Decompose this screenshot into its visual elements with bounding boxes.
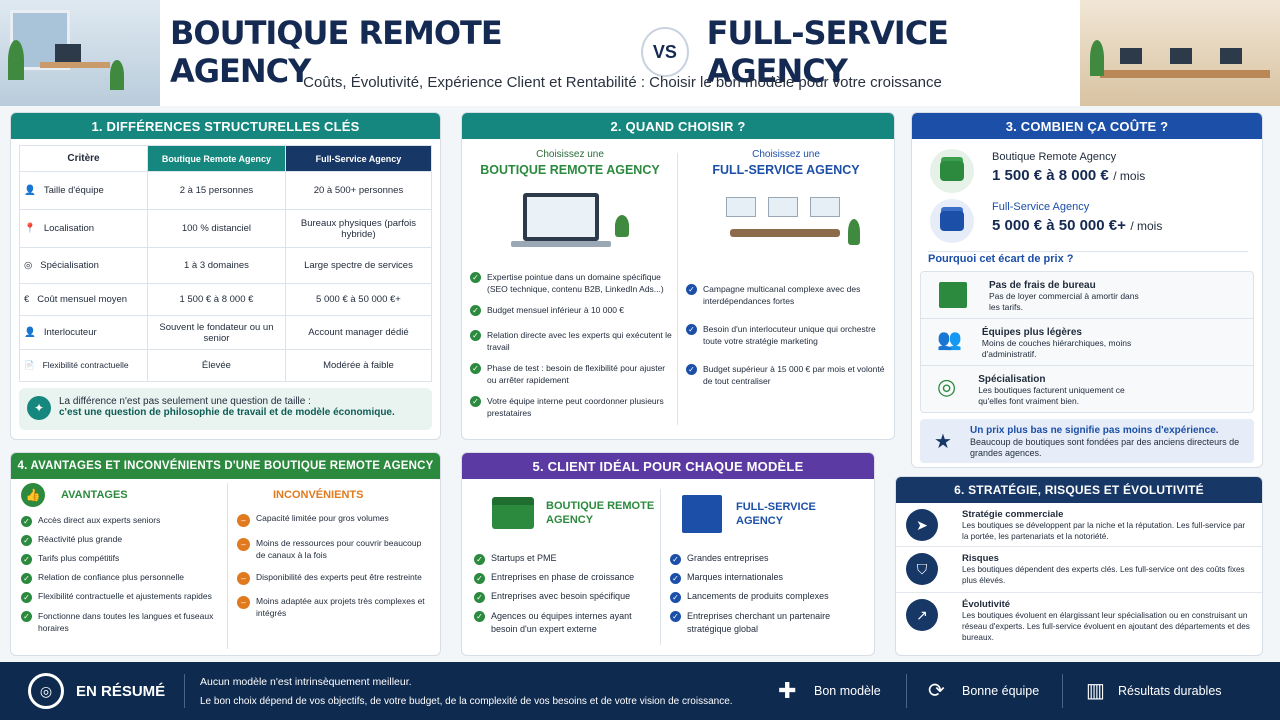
boutique-price: 1 500 € à 8 000 € — [992, 167, 1109, 184]
minus-icon: – — [237, 572, 250, 585]
title-boutique: BOUTIQUE REMOTE AGENCY — [170, 14, 503, 90]
full-service-price: 5 000 € à 50 000 €+ — [992, 217, 1126, 234]
thumbs-up-icon: 👍 — [21, 483, 45, 507]
storefront-icon — [492, 497, 534, 529]
section-1-title: 1. DIFFÉRENCES STRUCTURELLES CLÉS — [11, 113, 440, 139]
team-circle-icon: ⟳ — [928, 680, 945, 702]
minus-icon: – — [237, 514, 250, 527]
check-icon: ✓ — [21, 535, 32, 546]
money-bag-icon: € — [24, 294, 30, 305]
team-icon: 👥 — [937, 329, 962, 351]
section-strategy-risks: 6. STRATÉGIE, RISQUES ET ÉVOLUTIVITÉ ➤ S… — [895, 476, 1263, 656]
check-icon: ✓ — [470, 396, 481, 407]
office-illustration-left — [0, 0, 160, 106]
check-icon: ✓ — [21, 516, 32, 527]
section-5-title: 5. CLIENT IDÉAL POUR CHAQUE MODÈLE — [462, 453, 874, 479]
structural-note: ✦ La différence n'est pas seulement une … — [19, 388, 432, 430]
lightbulb-icon: ✦ — [27, 396, 51, 420]
check-icon: ✓ — [21, 611, 32, 622]
vs-badge: VS — [641, 27, 689, 77]
check-icon: ✓ — [670, 573, 681, 584]
check-icon: ✓ — [21, 592, 32, 603]
shield-icon: ⛉ — [906, 553, 938, 585]
check-icon: ✓ — [470, 272, 481, 283]
check-icon: ✓ — [470, 330, 481, 341]
check-icon: ✓ — [474, 554, 485, 565]
paper-plane-icon: ➤ — [906, 509, 938, 541]
check-icon: ✓ — [686, 364, 697, 375]
section-when-to-choose: 2. QUAND CHOISIR ? Choisissez une BOUTIQ… — [461, 112, 895, 440]
col-full-service: Full-Service Agency — [284, 145, 433, 172]
check-icon: ✓ — [474, 611, 485, 622]
section-structural-differences: 1. DIFFÉRENCES STRUCTURELLES CLÉS Critèr… — [10, 112, 441, 440]
minus-icon: – — [237, 538, 250, 551]
choose-full-service-label: FULL-SERVICE AGENCY — [712, 163, 860, 177]
section-pros-cons: 4. AVANTAGES ET INCONVÉNIENTS D'UNE BOUT… — [10, 452, 441, 656]
col-boutique: Boutique Remote Agency — [147, 145, 286, 172]
check-icon: ✓ — [670, 611, 681, 622]
header: BOUTIQUE REMOTE AGENCY VS FULL-SERVICE A… — [0, 0, 1280, 106]
section-6-title: 6. STRATÉGIE, RISQUES ET ÉVOLUTIVITÉ — [896, 477, 1262, 503]
target-icon: ◎ — [937, 374, 957, 399]
section-ideal-client: 5. CLIENT IDÉAL POUR CHAQUE MODÈLE BOUTI… — [461, 452, 875, 656]
location-icon: 📍 — [24, 223, 36, 234]
section-3-title: 3. COMBIEN ÇA COÛTE ? — [912, 113, 1262, 139]
section-cost: 3. COMBIEN ÇA COÛTE ? Boutique Remote Ag… — [911, 112, 1263, 468]
meeting-room-illustration — [706, 189, 866, 255]
coins-blue-icon — [940, 211, 964, 231]
comparison-table: Critère Boutique Remote Agency Full-Serv… — [19, 145, 433, 382]
col-criteria: Critère — [19, 145, 148, 172]
star-icon: ★ — [934, 431, 952, 453]
price-note: ★ Un prix plus bas ne signifie pas moins… — [920, 419, 1254, 463]
check-icon: ✓ — [686, 324, 697, 335]
price-gap-title: Pourquoi cet écart de prix ? — [928, 253, 1074, 265]
table-row: €Coût mensuel moyen 1 500 € à 8 000 €5 0… — [19, 283, 433, 316]
summary-footer: ◎ EN RÉSUMÉ Aucun modèle n'est intrinsèq… — [0, 662, 1280, 720]
target-icon: ◎ — [24, 260, 33, 271]
minus-icon: – — [237, 596, 250, 609]
choose-boutique-label: BOUTIQUE REMOTE AGENCY — [480, 163, 660, 177]
check-icon: ✓ — [670, 592, 681, 603]
puzzle-icon: ✚ — [778, 678, 797, 703]
growth-chart-icon: ↗ — [906, 599, 938, 631]
document-icon: 📄 — [24, 360, 35, 370]
check-icon: ✓ — [670, 554, 681, 565]
table-row: 👤Interlocuteur Souvent le fondateur ou u… — [19, 315, 433, 350]
laptop-illustration — [505, 189, 635, 255]
check-icon: ✓ — [470, 363, 481, 374]
building-icon — [939, 282, 967, 308]
team-icon: 👤 — [24, 185, 36, 196]
section-4-title: 4. AVANTAGES ET INCONVÉNIENTS D'UNE BOUT… — [11, 453, 440, 479]
title-full-service: FULL-SERVICE AGENCY — [706, 14, 949, 90]
check-icon: ✓ — [686, 284, 697, 295]
office-building-icon — [682, 495, 722, 533]
bar-chart-icon: ▥ — [1086, 680, 1105, 702]
target-icon: ◎ — [28, 673, 64, 709]
check-icon: ✓ — [470, 305, 481, 316]
check-icon: ✓ — [21, 573, 32, 584]
person-icon: 👤 — [24, 327, 36, 338]
office-illustration-right — [1080, 0, 1280, 106]
section-2-title: 2. QUAND CHOISIR ? — [462, 113, 894, 139]
coins-green-icon — [940, 161, 964, 181]
check-icon: ✓ — [21, 554, 32, 565]
check-icon: ✓ — [474, 592, 485, 603]
check-icon: ✓ — [474, 573, 485, 584]
subtitle: Coûts, Évolutivité, Expérience Client et… — [303, 74, 942, 91]
